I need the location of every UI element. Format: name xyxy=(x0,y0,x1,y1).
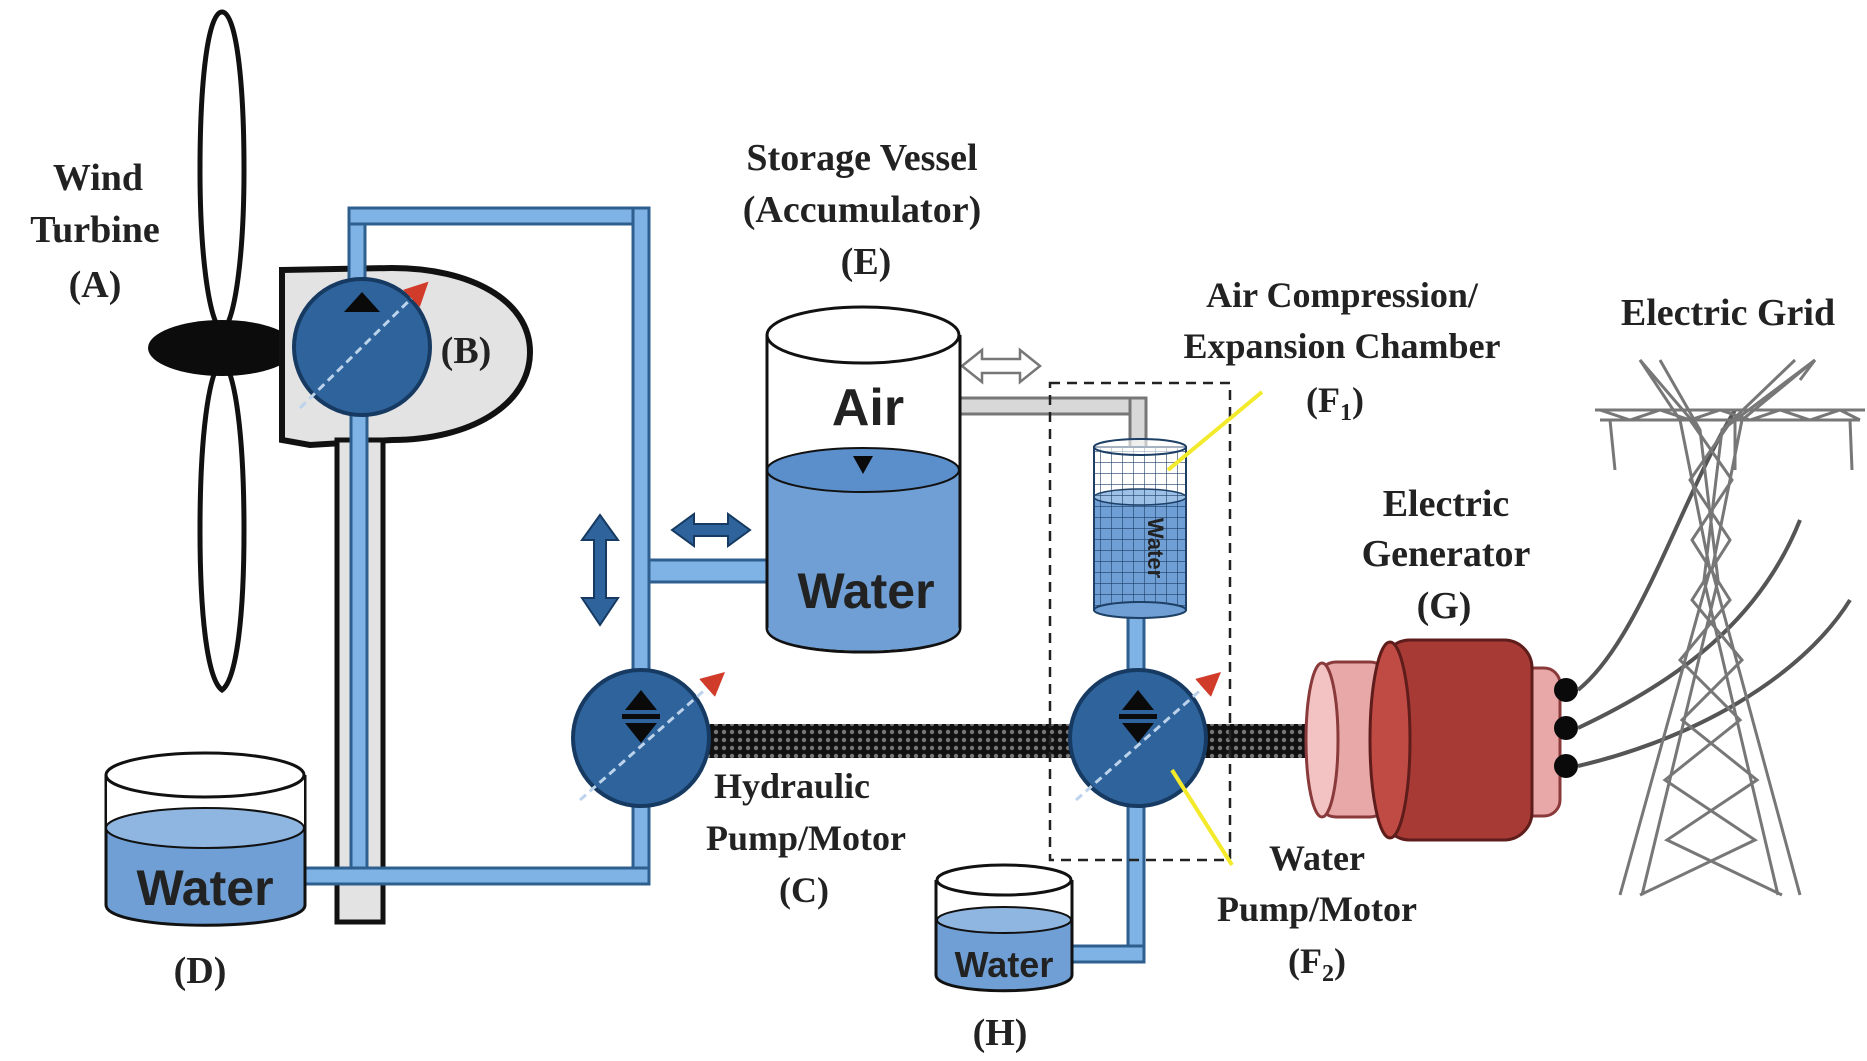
pipe-segment xyxy=(298,866,651,886)
reservoir-d-upper-wall xyxy=(104,775,307,830)
reservoir-h-walls xyxy=(934,880,1074,975)
wind-turbine xyxy=(148,9,312,694)
tower-right-leg xyxy=(1710,358,1816,896)
chamber-leader-line xyxy=(1166,390,1264,472)
tower-left-leg xyxy=(1618,359,1712,896)
chamber-id: (F1) xyxy=(1306,380,1364,426)
tower-insulator-left xyxy=(1608,419,1617,471)
diagram-labels: Wind Turbine (A) (B) Storage Vessel (Acc… xyxy=(30,137,1835,1054)
storage-vessel-e: Air Water xyxy=(765,305,962,654)
generator-terminal-3 xyxy=(1554,754,1578,778)
chamber-bottom xyxy=(1093,601,1187,619)
electric-generator-g xyxy=(1300,638,1578,842)
tower-inner-left xyxy=(1640,359,1720,896)
pump-f2-divider xyxy=(1119,714,1157,719)
reservoir-d: Water xyxy=(104,751,307,927)
vessel-water-body xyxy=(768,470,959,651)
flow-double-arrow-horizontal-icon xyxy=(670,512,752,548)
grid-wire-2 xyxy=(1577,519,1802,730)
pump-f2-down-arrow-icon xyxy=(1122,723,1154,743)
storage-label-line2: (Accumulator) xyxy=(743,189,981,231)
pump-b-variable-arrow xyxy=(298,281,429,410)
pipe-segment xyxy=(349,408,369,882)
turbine-hub xyxy=(148,320,296,376)
turbine-blade-upper xyxy=(197,9,247,336)
hydraulic-pump-c xyxy=(571,668,725,808)
grid-label: Electric Grid xyxy=(1621,292,1835,334)
pump-c-up-arrow-icon xyxy=(625,690,657,710)
main-drive-shaft xyxy=(700,724,1310,758)
vessel-top xyxy=(765,305,961,365)
tower-top-braces xyxy=(1638,358,1817,432)
compression-chamber-f1: Water xyxy=(1093,438,1187,619)
pipe-segment xyxy=(1068,944,1146,964)
chamber-label-line2: Expansion Chamber xyxy=(1183,326,1500,366)
water-pump-id: (F2) xyxy=(1288,941,1346,987)
pump-c-variable-arrow xyxy=(579,672,725,802)
generator-terminal-2 xyxy=(1554,716,1578,740)
pump-f2-up-arrow-icon xyxy=(1122,690,1154,710)
electric-grid-tower xyxy=(1576,358,1865,897)
reservoir-h-id: (H) xyxy=(973,1012,1028,1054)
reservoir-h: Water xyxy=(934,863,1074,993)
air-pipe-horizontal xyxy=(948,396,1148,416)
generator-label-line1: Electric xyxy=(1383,483,1510,525)
tower-inner-right xyxy=(1702,358,1797,896)
hydraulic-label-line1: Hydraulic xyxy=(714,766,870,806)
vessel-water-label: Water xyxy=(797,563,934,619)
reservoir-h-rim xyxy=(935,863,1073,897)
generator-front-face xyxy=(1304,661,1340,819)
tower-lattice xyxy=(1639,419,1783,897)
chamber-label-line1: Air Compression/ xyxy=(1206,275,1479,315)
pipe-segment xyxy=(647,558,769,584)
pump-f2-variable-arrow xyxy=(1075,672,1221,802)
generator-label-line2: Generator xyxy=(1362,533,1531,575)
reservoir-d-id: (D) xyxy=(174,950,227,992)
chamber-water-label: Water xyxy=(1143,518,1168,579)
storage-id: (E) xyxy=(841,241,892,283)
turbine-blade-lower xyxy=(197,356,247,694)
pipe-segment xyxy=(347,206,651,226)
reservoir-h-water-label: Water xyxy=(955,944,1054,985)
tower-crossarm xyxy=(1595,408,1865,422)
vessel-air-label: Air xyxy=(832,379,904,437)
generator-terminal-1 xyxy=(1554,678,1578,702)
chamber-top xyxy=(1093,438,1187,456)
nacelle-pump-b xyxy=(292,277,432,417)
chamber-mesh xyxy=(1093,446,1187,611)
storage-label-line1: Storage Vessel xyxy=(746,137,977,179)
reservoir-d-water-label: Water xyxy=(136,860,273,916)
pump-b-direction-icon xyxy=(344,292,380,312)
generator-id: (G) xyxy=(1417,585,1472,627)
hydraulic-id: (C) xyxy=(779,870,829,910)
wind-turbine-label-line1: Wind xyxy=(53,157,143,199)
reservoir-h-water-surface xyxy=(936,906,1072,934)
reservoir-d-rim xyxy=(104,751,306,799)
generator-body-face xyxy=(1368,640,1412,840)
tower-crossarm-braces xyxy=(1599,408,1861,422)
vessel-level-arrow-icon xyxy=(853,456,873,474)
wind-turbine-id: (A) xyxy=(69,264,122,306)
water-pump-label-line1: Water xyxy=(1269,838,1365,878)
grid-wire-3 xyxy=(1577,598,1852,768)
vessel-side-lines xyxy=(765,335,962,628)
wind-turbine-label-line2: Turbine xyxy=(30,209,160,251)
water-pump-leader-line xyxy=(1170,768,1234,867)
air-flow-double-arrow-icon xyxy=(959,347,1043,385)
water-pump-f2 xyxy=(1068,668,1221,808)
tower-insulator-right xyxy=(1848,419,1854,471)
hydraulic-label-line2: Pump/Motor xyxy=(706,818,906,858)
water-pump-label-line2: Pump/Motor xyxy=(1217,889,1417,929)
pump-c-down-arrow-icon xyxy=(625,723,657,743)
pump-c-divider xyxy=(622,714,660,719)
chamber-boundary xyxy=(1048,381,1232,862)
flow-double-arrow-vertical-icon xyxy=(580,513,620,627)
nacelle-pump-id: (B) xyxy=(441,330,492,372)
pipe-segment xyxy=(1126,788,1146,962)
reservoir-d-water-surface xyxy=(105,807,305,849)
